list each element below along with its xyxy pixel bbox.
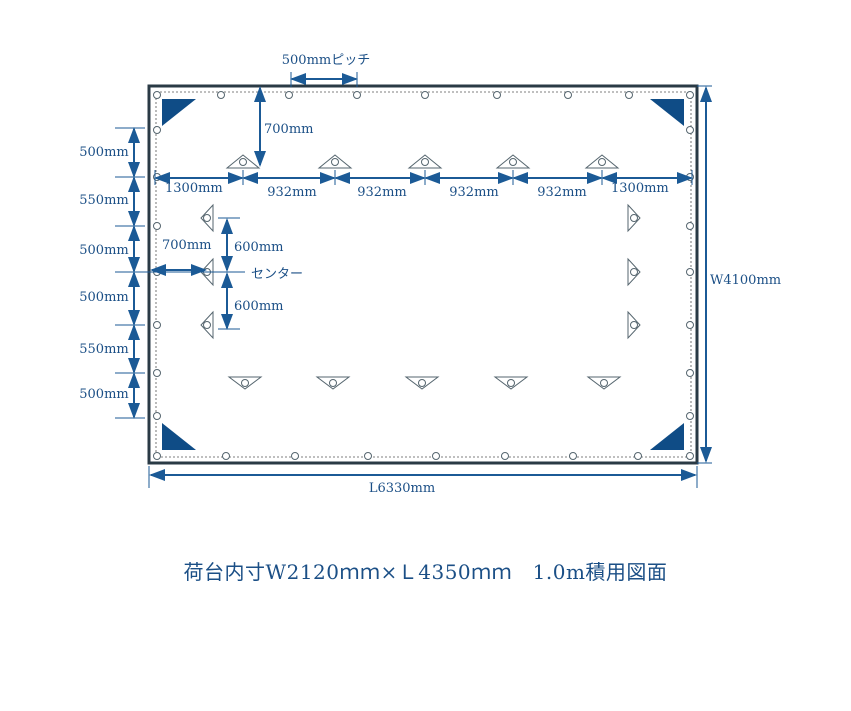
left-dim-label: 500mm [79, 387, 128, 402]
grommet [418, 379, 426, 387]
grommet [686, 321, 694, 329]
grommet [493, 91, 501, 99]
grommet [364, 452, 372, 460]
grommet [686, 126, 694, 134]
grommet [564, 91, 572, 99]
grommet [569, 452, 577, 460]
grommet [285, 91, 293, 99]
left-dim-label: 500mm [79, 290, 128, 305]
top-offset-label: 700mm [264, 122, 313, 137]
grommet [153, 126, 161, 134]
right-gap-label: 1300mm [611, 181, 669, 196]
grommet [153, 412, 161, 420]
gap-label-1: 932mm [267, 185, 316, 200]
drawing-caption: 荷台内寸W2120ｍｍ×Ｌ4350ｍｍ 1.0m積用図面 [183, 560, 668, 584]
left-dim-label: 500mm [79, 145, 128, 160]
grommet [686, 222, 694, 230]
grommet [331, 158, 339, 166]
grommet [239, 158, 247, 166]
grommet [634, 452, 642, 460]
grommet [501, 452, 509, 460]
grommet [686, 91, 694, 99]
grommet [153, 222, 161, 230]
grommet [203, 321, 211, 329]
corner-patch [162, 423, 196, 450]
side-offset-label: 700mm [162, 238, 211, 253]
grommet [217, 91, 225, 99]
gap-label-4: 932mm [537, 185, 586, 200]
grommet [686, 268, 694, 276]
gap-label-3: 932mm [449, 185, 498, 200]
grommet [625, 91, 633, 99]
grommet [600, 379, 608, 387]
grommet [630, 214, 638, 222]
grommet [153, 369, 161, 377]
corner-patch [650, 99, 684, 126]
grommet [598, 158, 606, 166]
grommet [329, 379, 337, 387]
corner-patch [162, 99, 196, 126]
grommet [686, 412, 694, 420]
grommet [353, 91, 361, 99]
corner-patch [650, 423, 684, 450]
grommet [153, 452, 161, 460]
grommet [686, 369, 694, 377]
pitch-label: 500mmピッチ [282, 53, 370, 68]
grommet [153, 91, 161, 99]
grommet [630, 268, 638, 276]
grommet [509, 158, 517, 166]
grommet [421, 158, 429, 166]
grommet [630, 321, 638, 329]
tarp-outline [147, 84, 699, 465]
width-label: W4100mm [710, 273, 781, 288]
grommet [222, 452, 230, 460]
lower-600-label: 600mm [234, 299, 283, 314]
center-label: センター [251, 267, 303, 282]
grommet [241, 379, 249, 387]
grommet [153, 321, 161, 329]
grommet [432, 452, 440, 460]
left-gap-label: 1300mm [165, 181, 223, 196]
hem-line [155, 91, 692, 458]
left-dim-label: 500mm [79, 243, 128, 258]
length-label: L6330mm [369, 481, 435, 496]
upper-600-label: 600mm [234, 240, 283, 255]
left-dim-label: 550mm [79, 342, 128, 357]
gap-label-2: 932mm [357, 185, 406, 200]
grommet [507, 379, 515, 387]
grommet [203, 214, 211, 222]
grommet [686, 452, 694, 460]
grommet [421, 91, 429, 99]
left-dim-label: 550mm [79, 193, 128, 208]
grommet [291, 452, 299, 460]
